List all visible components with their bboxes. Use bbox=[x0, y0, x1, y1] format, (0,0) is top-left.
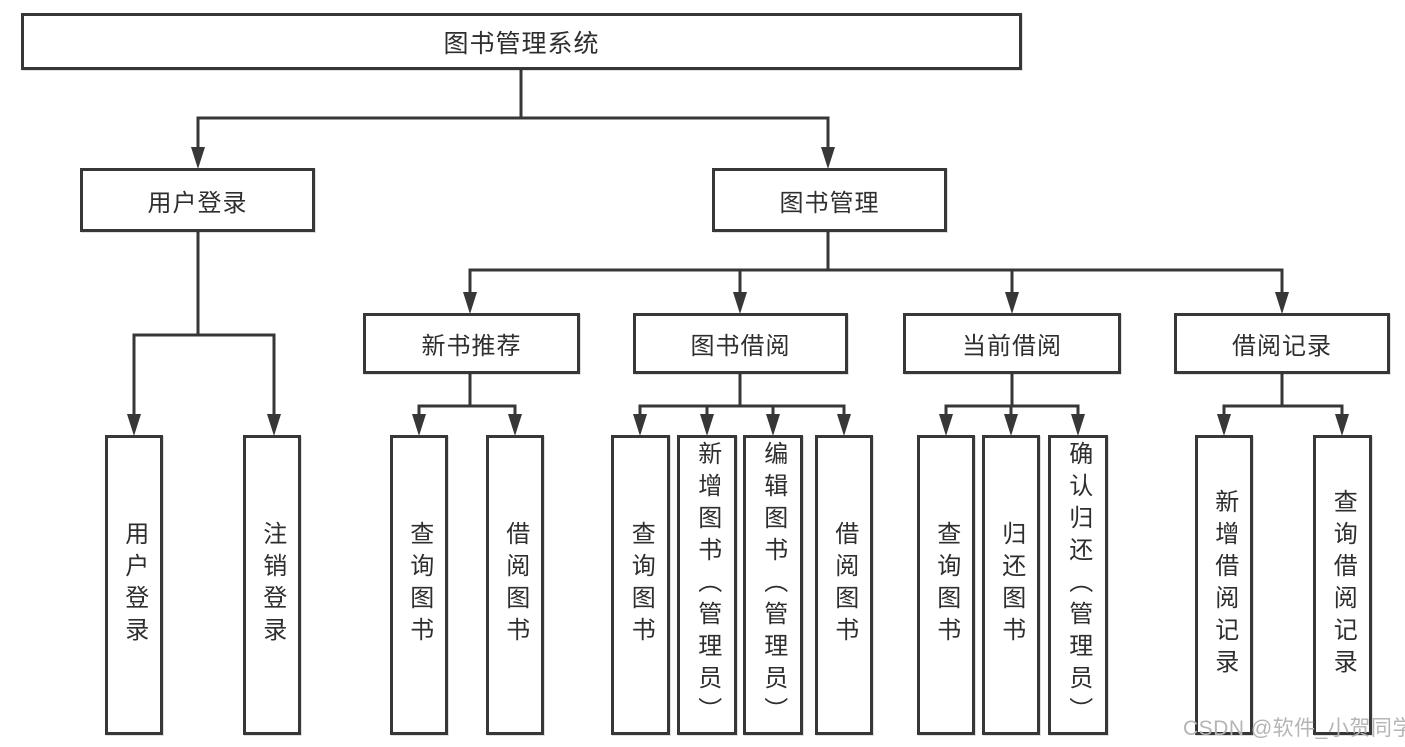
arrow-down-icon bbox=[633, 414, 647, 436]
node-label: 新增借阅记录 bbox=[1210, 489, 1238, 681]
node-label: 用户登录 bbox=[120, 521, 148, 649]
arrow-down-icon bbox=[1275, 292, 1289, 314]
node-label: 编辑图书（管理员） bbox=[759, 441, 787, 729]
arrow-down-icon bbox=[508, 414, 522, 436]
arrow-down-icon bbox=[191, 147, 205, 169]
leaf-edit-books-admin: 编辑图书（管理员） bbox=[743, 435, 803, 735]
leaf-query-books-current: 查询图书 bbox=[917, 435, 975, 735]
arrow-down-icon bbox=[700, 414, 714, 436]
connector-user-login-rail bbox=[132, 333, 276, 420]
leaf-user-login: 用户登录 bbox=[105, 435, 163, 735]
leaf-add-books-admin: 新增图书（管理员） bbox=[677, 435, 737, 735]
leaf-query-books-borrow: 查询图书 bbox=[611, 435, 670, 735]
arrow-down-icon bbox=[1071, 414, 1085, 436]
arrow-down-icon bbox=[1004, 414, 1018, 436]
arrow-down-icon bbox=[733, 292, 747, 314]
connector-level2-rail bbox=[196, 116, 830, 152]
connector-borrow-records-rail bbox=[1222, 404, 1344, 420]
node-label: 新增图书（管理员） bbox=[693, 441, 721, 729]
arrowheads bbox=[127, 147, 1349, 436]
connector-book-borrow-rail bbox=[638, 404, 846, 420]
node-label: 查询图书 bbox=[932, 521, 960, 649]
node-label: 查询图书 bbox=[405, 521, 433, 649]
arrow-down-icon bbox=[766, 414, 780, 436]
arrow-down-icon bbox=[1005, 292, 1019, 314]
arrow-down-icon bbox=[837, 414, 851, 436]
connector-level3-rail bbox=[468, 268, 1284, 298]
node-label: 借阅记录 bbox=[1232, 333, 1332, 360]
node-book-management: 图书管理 bbox=[712, 168, 947, 232]
arrow-down-icon bbox=[1335, 414, 1349, 436]
node-root-library-system: 图书管理系统 bbox=[21, 13, 1022, 70]
leaf-return-books: 归还图书 bbox=[982, 435, 1040, 735]
node-label: 图书管理 bbox=[779, 189, 880, 217]
node-label: 确认归还（管理员） bbox=[1064, 441, 1092, 729]
node-borrow-records: 借阅记录 bbox=[1174, 313, 1390, 374]
node-label: 用户登录 bbox=[147, 189, 248, 217]
arrow-down-icon bbox=[267, 414, 281, 436]
arrow-down-icon bbox=[412, 414, 426, 436]
node-label: 归还图书 bbox=[997, 521, 1025, 649]
leaf-borrow-books-newbook: 借阅图书 bbox=[486, 435, 544, 735]
node-label: 注销登录 bbox=[258, 521, 286, 649]
leaf-confirm-return-admin: 确认归还（管理员） bbox=[1048, 435, 1108, 735]
node-label: 图书管理系统 bbox=[443, 29, 600, 58]
csdn-watermark: CSDN @软件_小贺同学 bbox=[1183, 717, 1405, 740]
node-new-book-recommend: 新书推荐 bbox=[363, 313, 580, 374]
leaf-add-borrow-record: 新增借阅记录 bbox=[1195, 435, 1253, 735]
arrow-down-icon bbox=[127, 414, 141, 436]
node-user-login: 用户登录 bbox=[80, 168, 315, 232]
node-label: 当前借阅 bbox=[962, 333, 1062, 360]
leaf-borrow-books: 借阅图书 bbox=[815, 435, 873, 735]
node-current-borrow: 当前借阅 bbox=[903, 313, 1121, 374]
arrow-down-icon bbox=[939, 414, 953, 436]
connector-new-book-rail bbox=[417, 404, 517, 420]
leaf-query-borrow-record: 查询借阅记录 bbox=[1313, 435, 1372, 735]
arrow-down-icon bbox=[463, 292, 477, 314]
node-label: 图书借阅 bbox=[690, 333, 791, 360]
node-label: 新书推荐 bbox=[421, 333, 522, 360]
leaf-logout: 注销登录 bbox=[243, 435, 301, 735]
node-book-borrow: 图书借阅 bbox=[633, 313, 848, 374]
arrow-down-icon bbox=[1217, 414, 1231, 436]
node-label: 借阅图书 bbox=[501, 521, 529, 649]
arrow-down-icon bbox=[821, 147, 835, 169]
leaf-query-books-newbook: 查询图书 bbox=[390, 435, 448, 735]
node-label: 借阅图书 bbox=[830, 521, 858, 649]
node-label: 查询图书 bbox=[627, 521, 655, 649]
node-label: 查询借阅记录 bbox=[1329, 489, 1357, 681]
connector-lines bbox=[132, 70, 1344, 420]
